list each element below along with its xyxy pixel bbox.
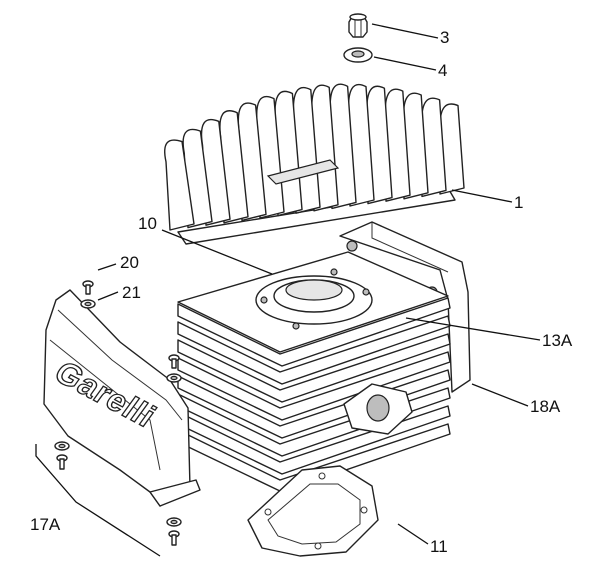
part-washer (343, 47, 373, 63)
callout-1: 1 (514, 193, 523, 212)
screw-bottom-right (166, 517, 182, 546)
head-fin (164, 139, 195, 231)
part-cylinder-head (164, 83, 465, 245)
cylinder-fin (177, 333, 451, 403)
part-nut (348, 13, 368, 38)
callout-11: 11 (430, 537, 448, 556)
part-base-gasket (247, 465, 379, 557)
part-front-cover: Garelli (43, 289, 201, 507)
screw-20 (82, 280, 94, 295)
callout-4: 4 (438, 61, 447, 80)
callout-21: 21 (122, 283, 141, 302)
callout-labels: 3 4 1 10 20 21 13A 18A 17A 11 (30, 28, 573, 556)
screw-bottom-left (54, 441, 70, 470)
cylinder-fin (177, 297, 451, 367)
callout-3: 3 (440, 28, 449, 47)
screws (54, 280, 182, 546)
cylinder-fin (177, 369, 451, 439)
callout-13A: 13A (542, 331, 573, 350)
cylinder-fin (177, 315, 451, 385)
part-cylinder (177, 251, 451, 493)
washer-21 (80, 299, 96, 309)
callout-18A: 18A (530, 397, 561, 416)
leader-lines (35, 23, 541, 557)
cylinder-fin (177, 351, 451, 421)
screw-right (166, 354, 182, 383)
callout-10: 10 (138, 214, 157, 233)
callout-20: 20 (120, 253, 139, 272)
callout-17A: 17A (30, 515, 61, 534)
